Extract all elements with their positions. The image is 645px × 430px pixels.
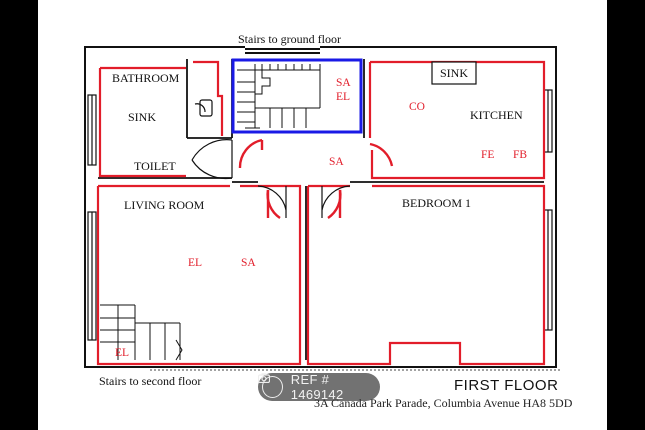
doors-black bbox=[191, 99, 351, 218]
stair-sa-code: SA bbox=[336, 77, 351, 89]
kitchen-fb-code: FB bbox=[513, 149, 528, 161]
reference-text: REF # 1469142 bbox=[290, 372, 344, 402]
kitchen-label: KITCHEN bbox=[470, 108, 523, 122]
stairs-ground-label: Stairs to ground floor bbox=[238, 32, 341, 46]
stairs-ground-floor bbox=[237, 64, 321, 129]
camera-icon bbox=[258, 373, 283, 398]
floor-plan-canvas: Stairs to ground floor BATHROOM SINK TOI… bbox=[38, 0, 607, 430]
bedroom-label: BEDROOM 1 bbox=[402, 196, 472, 210]
stair-el-code: EL bbox=[336, 91, 351, 103]
stairwell-outline-blue bbox=[231, 58, 363, 134]
kitchen-sink-label: SINK bbox=[440, 66, 469, 80]
stairs-el-code: EL bbox=[115, 347, 130, 359]
address-label: 3A Canada Park Parade, Columbia Avenue H… bbox=[314, 396, 573, 410]
reference-badge: REF # 1469142 bbox=[258, 372, 380, 402]
floor-title: FIRST FLOOR bbox=[454, 377, 559, 394]
kitchen-fe-code: FE bbox=[481, 149, 495, 161]
bathroom-sink-label: SINK bbox=[128, 110, 157, 124]
living-room-label: LIVING ROOM bbox=[124, 198, 205, 212]
living-el-code: EL bbox=[188, 257, 203, 269]
stairs-second-label: Stairs to second floor bbox=[99, 374, 202, 388]
room-outlines-red bbox=[96, 60, 546, 366]
toilet-label: TOILET bbox=[134, 159, 176, 173]
living-sa-code: SA bbox=[241, 257, 256, 269]
doors-red bbox=[238, 138, 394, 219]
windows bbox=[87, 89, 553, 341]
outer-walls bbox=[84, 45, 557, 368]
bathroom-label: BATHROOM bbox=[112, 71, 180, 85]
kitchen-sink-box bbox=[431, 61, 477, 85]
floor-plan-drawing bbox=[84, 45, 560, 371]
stairs-second-floor bbox=[100, 304, 183, 361]
kitchen-co-code: CO bbox=[409, 101, 425, 113]
hall-sa-code: SA bbox=[329, 156, 344, 168]
